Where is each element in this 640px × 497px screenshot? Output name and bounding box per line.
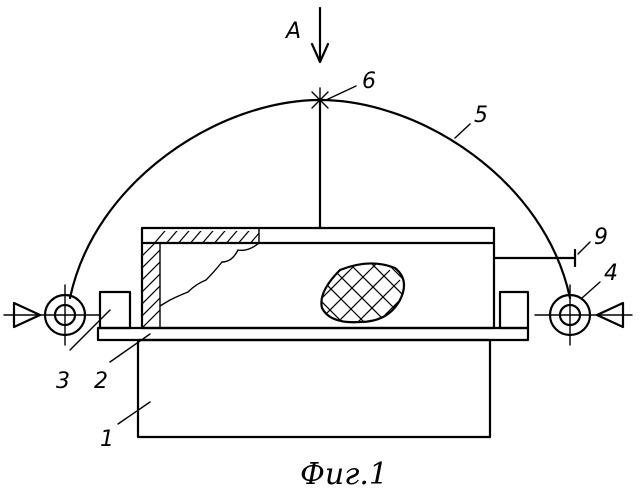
label-part-2: 2: [94, 369, 108, 394]
leader-2: [110, 334, 150, 362]
leader-6: [326, 86, 356, 100]
left-hinge: [4, 285, 100, 345]
leader-9: [578, 242, 590, 254]
right-support-block: [500, 292, 528, 328]
break-line: [160, 243, 259, 306]
label-part-5: 5: [474, 103, 488, 128]
wall-section-outline: [142, 243, 160, 328]
label-part-4: 4: [604, 261, 618, 286]
leader-4: [582, 282, 600, 298]
label-part-9: 9: [594, 225, 608, 250]
base-body: [138, 340, 490, 437]
right-hinge: [535, 285, 632, 345]
leader-5: [455, 124, 470, 138]
support-plate: [98, 328, 528, 340]
label-part-6: 6: [362, 69, 376, 94]
label-view-a: A: [284, 19, 301, 44]
label-part-1: 1: [100, 427, 114, 452]
left-support-block: [100, 292, 130, 328]
figure-caption: Фиг.1: [300, 457, 388, 492]
label-part-3: 3: [56, 369, 70, 394]
leader-1: [118, 402, 150, 424]
wall-hatching: [136, 232, 166, 334]
